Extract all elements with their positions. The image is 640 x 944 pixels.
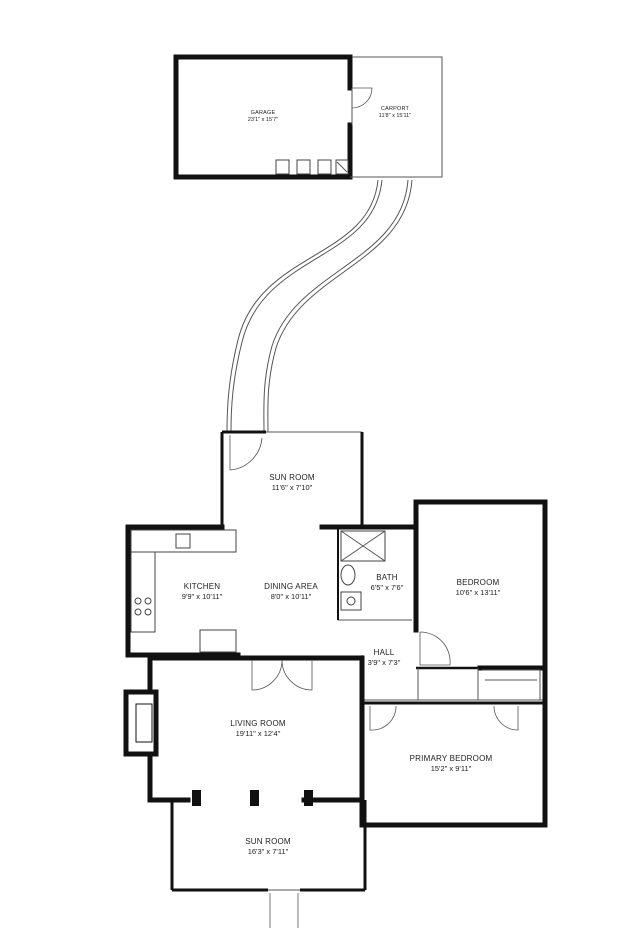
- room-dimensions: 8'0" x 10'11": [270, 592, 312, 601]
- room-name: PRIMARY BEDROOM: [409, 754, 493, 763]
- kitchen-fixtures: [130, 529, 237, 653]
- room-dimensions: 6'5" x 7'6": [370, 583, 404, 592]
- room-dimensions: 10'6" x 13'11": [455, 588, 501, 597]
- room-name: LIVING ROOM: [230, 719, 286, 728]
- room-label-bath: BATH 6'5" x 7'6": [371, 573, 404, 592]
- room-label-kitchen: KITCHEN 9'9" x 10'11": [182, 582, 223, 601]
- carport-structure: [350, 56, 443, 178]
- room-name: HALL: [373, 648, 395, 657]
- room-name: SUN ROOM: [269, 473, 315, 482]
- main-house-walls: [123, 499, 548, 828]
- room-label-sun-room-top: SUN ROOM 11'6" x 7'10": [269, 473, 315, 492]
- door-swings: [251, 631, 519, 731]
- walkway: [226, 179, 413, 433]
- sun-room-top-structure: [220, 430, 364, 527]
- room-label-garage: GARAGE 23'1" x 15'7": [248, 110, 278, 124]
- room-name: CARPORT: [380, 106, 410, 112]
- bath-fixtures: [340, 530, 386, 611]
- room-name: BEDROOM: [456, 578, 500, 587]
- garage-structure: [173, 54, 353, 180]
- room-dimensions: 11'6" x 7'10": [271, 483, 313, 492]
- room-name: SUN ROOM: [245, 837, 291, 846]
- room-dimensions: 15'2" x 9'11": [430, 764, 472, 773]
- room-dimensions: 19'11" x 12'4": [235, 729, 281, 738]
- room-label-dining-area: DINING AREA 8'0" x 10'11": [264, 582, 318, 601]
- room-name: GARAGE: [250, 110, 276, 116]
- room-dimensions: 23'1" x 15'7": [247, 116, 279, 123]
- room-label-sun-room-bottom: SUN ROOM 16'3" x 7'11": [245, 837, 291, 856]
- room-label-hall: HALL 3'9" x 7'3": [368, 648, 401, 667]
- room-name: BATH: [376, 573, 398, 582]
- room-label-living-room: LIVING ROOM 19'11" x 12'4": [230, 719, 286, 738]
- room-dimensions: 11'8" x 15'11": [378, 112, 412, 119]
- room-name: KITCHEN: [183, 582, 221, 591]
- room-label-bedroom: BEDROOM 10'6" x 13'11": [456, 578, 501, 597]
- room-label-carport: CARPORT 11'8" x 15'11": [379, 106, 411, 120]
- room-name: DINING AREA: [264, 582, 318, 591]
- room-dimensions: 3'9" x 7'3": [367, 658, 401, 667]
- room-label-primary-bedroom: PRIMARY BEDROOM 15'2" x 9'11": [410, 754, 493, 773]
- room-dimensions: 9'9" x 10'11": [181, 592, 223, 601]
- room-dimensions: 16'3" x 7'11": [247, 847, 289, 856]
- sun-room-bottom-structure: [170, 800, 367, 928]
